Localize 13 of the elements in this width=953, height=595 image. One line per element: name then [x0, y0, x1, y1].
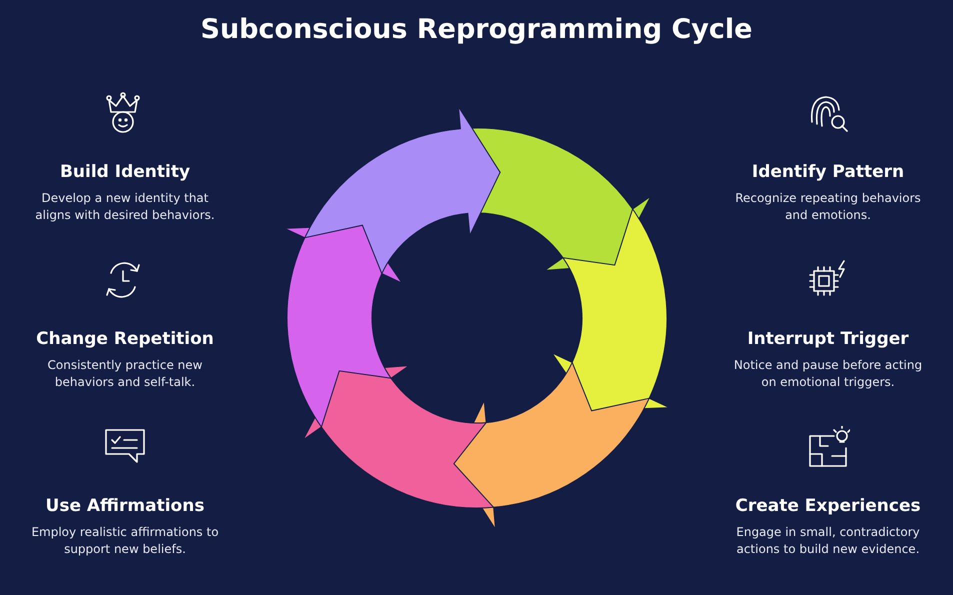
- step-heading: Create Experiences: [735, 496, 921, 516]
- step-description: Employ realistic affirmations to support new beliefs.: [30, 524, 220, 558]
- step-description: Consistently practice new behaviors and self-talk.: [46, 357, 204, 391]
- step-heading: Change Repetition: [36, 329, 214, 349]
- step-description: Notice and pause before acting on emotional triggers.: [732, 357, 924, 391]
- title: Subconscious Reprogramming Cycle: [200, 14, 752, 45]
- step-description: Develop a new identity that aligns with desired behaviors.: [34, 190, 216, 224]
- step-description: Recognize repeating behaviors and emotions.: [734, 190, 922, 224]
- step-heading: Use Affirmations: [46, 496, 204, 516]
- step-description: Engage in small, contradictory actions to build new evidence.: [735, 524, 921, 558]
- step-heading: Identify Pattern: [752, 162, 904, 182]
- step-heading: Build Identity: [60, 162, 190, 182]
- step-heading: Interrupt Trigger: [747, 329, 909, 349]
